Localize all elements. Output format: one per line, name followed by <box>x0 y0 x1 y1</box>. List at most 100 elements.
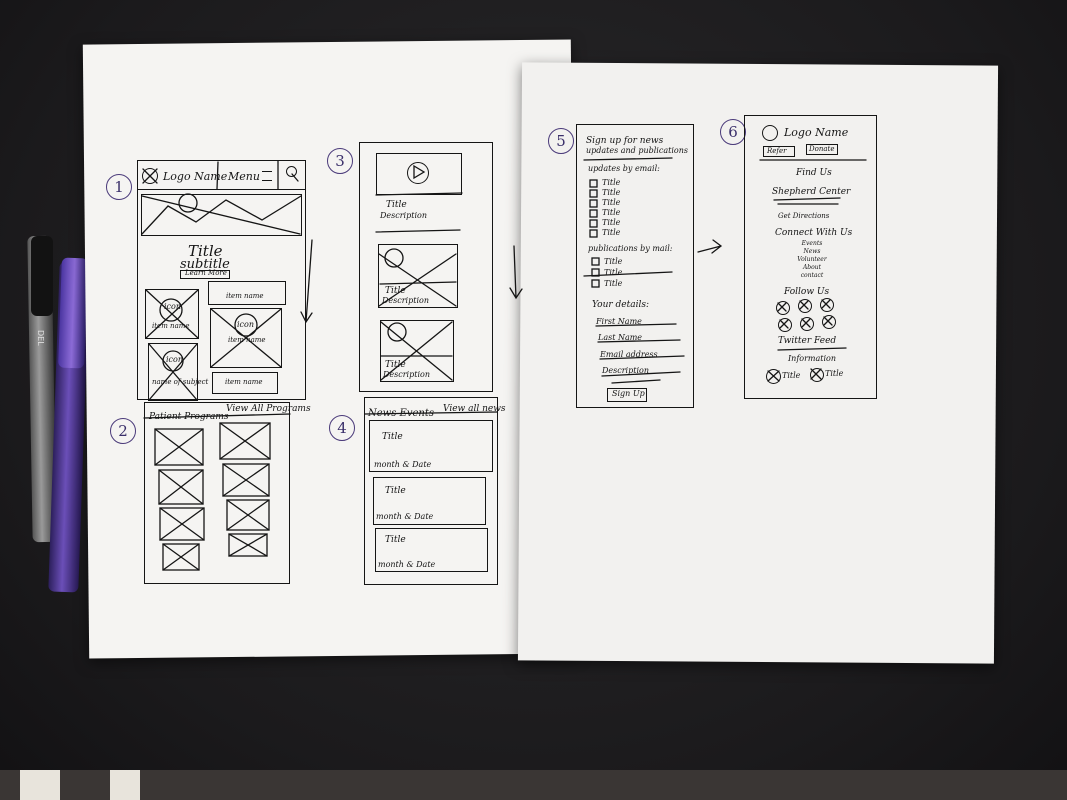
sketch1-title: Title <box>188 242 223 260</box>
sketch1-logo-text: Logo Name <box>163 170 228 183</box>
sketch4-news-item-1 <box>369 420 493 472</box>
sketch5-email-list: Title Title Title Title Title Title <box>590 178 620 238</box>
sketch5-heading-2: updates and publications <box>586 146 688 155</box>
sketch-number-1: 1 <box>106 174 132 200</box>
email-checkbox-item: Title <box>602 208 621 217</box>
sketch6-connect: Connect With Us <box>775 228 853 238</box>
sketch6-refer-text: Refer <box>767 147 787 155</box>
sketch6-center-name: Shepherd Center <box>772 187 851 197</box>
sketch4-news-item-3 <box>375 528 488 572</box>
sketch3-card-3 <box>380 320 454 382</box>
logo-icon <box>142 168 158 184</box>
sketch1-card1-icon: icon <box>164 302 182 311</box>
sketch5-signup-button <box>607 388 647 402</box>
sketch1-card-5 <box>212 372 278 394</box>
sketch5-field-email: Email address <box>600 350 658 359</box>
sketch1-learn-more-button <box>180 270 230 279</box>
rug <box>0 770 1067 800</box>
sketch1-card4-icon: icon <box>166 355 184 364</box>
sketch6-information: Information <box>788 354 837 363</box>
social-icon <box>820 298 834 312</box>
sketch-number-6: 6 <box>720 119 746 145</box>
sketch2-frame <box>144 402 290 584</box>
sketch6-donate-button <box>806 144 838 155</box>
play-icon <box>407 162 429 184</box>
sketch5-email-heading: updates by email: <box>588 164 660 173</box>
mail-checkbox-item: Title <box>604 279 623 288</box>
sketch5-heading-1: Sign up for news <box>586 136 664 146</box>
sketch4-item1-date: month & Date <box>374 460 432 469</box>
sketch5-field-description: Description <box>602 366 649 375</box>
sketch5-field-last-name: Last Name <box>598 333 643 342</box>
connect-link: Events <box>801 240 823 247</box>
sketch6-logo-text: Logo Name <box>784 126 849 139</box>
sketch1-card5-name: item name <box>225 378 263 386</box>
mail-checkbox-item: Title <box>604 257 623 266</box>
mail-checkbox-item: Title <box>604 268 623 277</box>
sketch6-find-us: Find Us <box>796 168 832 178</box>
footer-icon <box>766 369 781 384</box>
connect-link: contact <box>800 272 824 279</box>
sketch4-item3-date: month & Date <box>378 560 436 569</box>
sketch1-card2-name: item name <box>226 292 264 300</box>
sketch1-menu-text: Menu <box>228 170 260 183</box>
sketch1-card4-subject: name of subject <box>152 378 209 386</box>
sketch1-card3-name: item name <box>228 336 266 344</box>
email-checkbox-item: Title <box>602 228 621 237</box>
social-icon <box>798 299 812 313</box>
sketch5-mail-list: Title Title Title <box>592 256 622 289</box>
social-icon <box>800 317 814 331</box>
sketch5-frame <box>576 124 694 408</box>
sketch-number-4: 4 <box>329 415 355 441</box>
sketch4-news-item-2 <box>373 477 486 525</box>
social-icon <box>822 315 836 329</box>
sketch-number-2: 2 <box>110 418 136 444</box>
sketch6-logo-icon <box>762 125 778 141</box>
footer-icon <box>810 368 824 382</box>
sketch6-frame <box>744 115 877 399</box>
hamburger-icon <box>262 171 272 181</box>
sketch4-item3-title: Title <box>385 535 406 545</box>
sketch1-button-text: Learn More <box>185 269 227 277</box>
social-icon <box>776 301 790 315</box>
sketch-number-3: 3 <box>327 148 353 174</box>
sketch5-signup-text: Sign Up <box>612 389 645 398</box>
search-icon <box>286 166 297 177</box>
pen-brand-label: DEL <box>36 330 45 346</box>
sketch3-card-2 <box>378 244 458 308</box>
social-icon <box>778 318 792 332</box>
sketch4-frame <box>364 397 498 585</box>
sketch1-card-2 <box>208 281 286 305</box>
sketch4-item2-date: month & Date <box>376 512 434 521</box>
sketch6-footer-left: Title <box>782 371 801 380</box>
email-checkbox-item: Title <box>602 178 621 187</box>
sketch1-card-1 <box>145 289 199 339</box>
sketch5-mail-heading: publications by mail: <box>588 244 673 253</box>
sketch5-field-first-name: First Name <box>596 317 642 326</box>
sketch6-directions: Get Directions <box>778 212 830 220</box>
email-checkbox-item: Title <box>602 218 621 227</box>
sketch6-twitter: Twitter Feed <box>778 336 837 346</box>
sketch6-donate-text: Donate <box>809 145 835 153</box>
sketch1-subtitle: subtitle <box>180 257 230 272</box>
sketch6-follow: Follow Us <box>784 287 830 297</box>
sketch1-card1-name: item name <box>152 322 190 330</box>
sketch3-desc-3: Description <box>383 370 430 379</box>
connect-link: News <box>803 248 821 255</box>
sketch1-header <box>137 160 306 190</box>
sketch3-title-3: Title <box>385 360 406 370</box>
connect-link: About <box>802 264 822 271</box>
black-pen-tip <box>31 236 53 316</box>
sketch1-card3-icon: icon <box>237 320 255 329</box>
sketch6-footer-right: Title <box>825 369 844 378</box>
sketch4-right-heading: View all news <box>443 404 506 414</box>
sketch1-card-4 <box>148 343 198 401</box>
connect-link: Volunteer <box>797 256 827 263</box>
email-checkbox-item: Title <box>602 198 621 207</box>
sketch4-item1-title: Title <box>382 432 403 442</box>
sketch6-connect-list: Events News Volunteer About contact <box>790 240 834 280</box>
sketch-number-5: 5 <box>548 128 574 154</box>
sketch1-frame <box>137 160 306 400</box>
sketch1-card-3 <box>210 308 282 368</box>
